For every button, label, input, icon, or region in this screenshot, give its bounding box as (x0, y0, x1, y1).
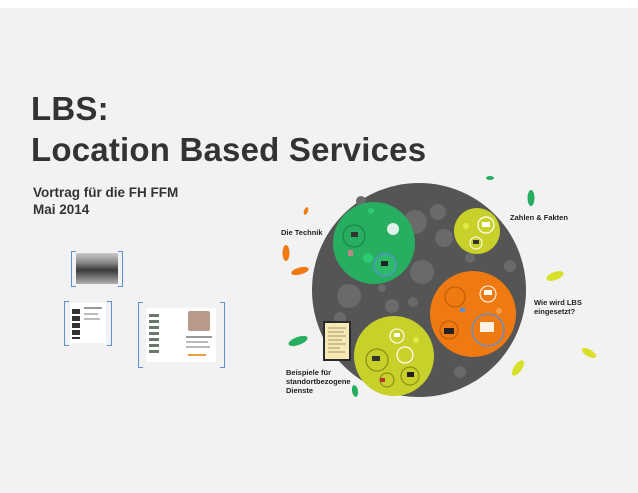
topic-circle-beispiele[interactable] (354, 316, 434, 396)
topic-label-technik[interactable]: Die Technik (281, 228, 323, 237)
beispiele-text-line-2: standortbezogene (286, 377, 351, 386)
decor-yellow-dot (580, 346, 597, 360)
topic-circle-zahlen[interactable] (454, 208, 500, 254)
decor-green-dot (351, 385, 359, 398)
beispiele-text-line-1: Beispiele für (286, 368, 351, 377)
topic-label-wie[interactable]: Wie wird LBS eingesetzt? (534, 298, 582, 316)
topic-label-beispiele[interactable]: Beispiele für standortbezogene Dienste (286, 368, 351, 395)
sticky-note (323, 321, 351, 361)
decor-orange-dot (290, 265, 309, 276)
topic-circle-wie[interactable] (430, 271, 516, 357)
wie-text-line-1: Wie wird LBS (534, 298, 582, 307)
topic-circle-technik[interactable] (333, 202, 415, 284)
decor-green-dot (287, 334, 309, 348)
decor-orange-dot (283, 245, 290, 261)
wie-text-line-2: eingesetzt? (534, 307, 582, 316)
topic-label-zahlen[interactable]: Zahlen & Fakten (510, 213, 568, 222)
beispiele-text-line-3: Dienste (286, 386, 351, 395)
decor-orange-dot (303, 207, 309, 216)
decor-yellow-dot (510, 358, 527, 377)
zahlen-text: Zahlen & Fakten (510, 213, 568, 222)
decor-green-dot (528, 190, 535, 206)
decor-green-dot (486, 176, 494, 180)
decor-yellow-dot (545, 269, 565, 283)
technik-text: Die Technik (281, 228, 323, 237)
